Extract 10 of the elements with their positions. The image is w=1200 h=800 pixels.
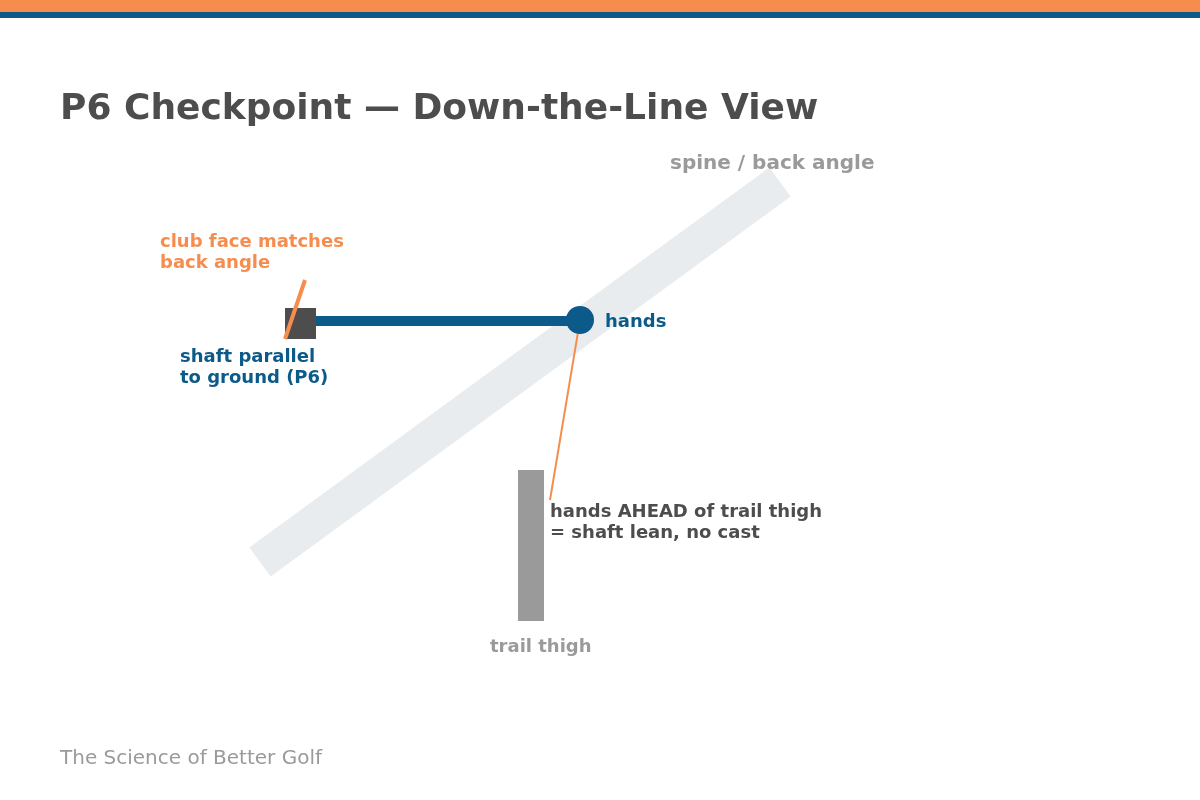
shaft-label: shaft parallel to ground (P6) (180, 345, 330, 387)
spine-label: spine / back angle (670, 150, 875, 174)
leader-line (549, 332, 579, 501)
club-face-label: club face matches back angle (160, 230, 345, 272)
hands-marker (566, 306, 594, 334)
page-title: P6 Checkpoint — Down-the-Line View (60, 85, 819, 129)
callout-note: hands AHEAD of trail thigh = shaft lean, no cast (550, 500, 832, 542)
hands-label: hands (605, 310, 667, 331)
thigh-label: trail thigh (490, 635, 592, 656)
footer-tagline: The Science of Better Golf (60, 745, 322, 769)
